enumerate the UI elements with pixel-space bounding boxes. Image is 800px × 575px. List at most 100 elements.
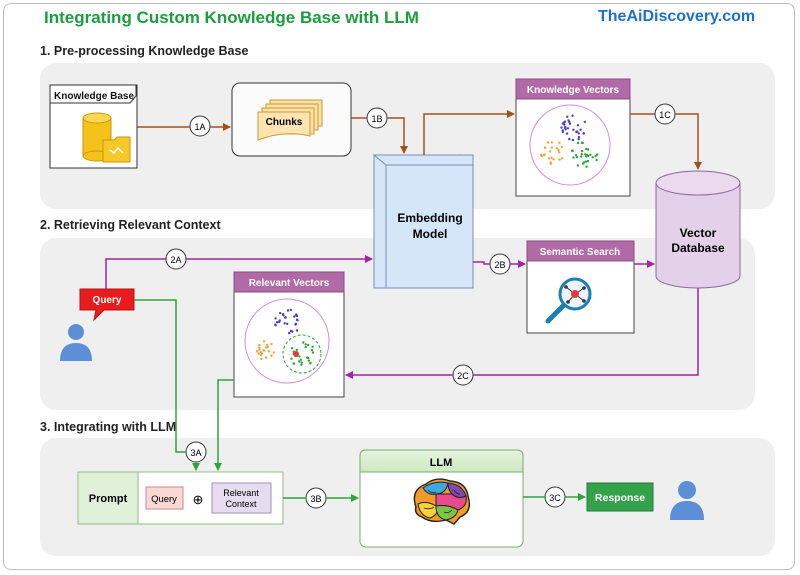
relevant-vectors-node: Relevant Vectors [233,271,345,398]
vector-dot [560,126,563,129]
vector-dot [557,148,560,152]
query-bubble: Query [79,288,135,322]
knowledge-base-node: Knowledge Base [49,84,138,169]
svg-text:1A: 1A [194,122,205,132]
vector-dot [571,114,574,117]
vector-dot [292,362,296,365]
arrow-query-to-3a [134,299,186,453]
vector-dot [566,115,569,119]
vector-dot [543,146,547,149]
outer-frame [3,3,795,570]
vector-dot [306,356,309,359]
vector-dot [582,132,585,135]
vector-dot [279,311,282,315]
relevant-vector-dots [255,308,315,366]
vector-dot [307,359,310,362]
vector-dot [310,348,314,352]
arrow-1c-to-database [675,113,702,170]
vector-dot [568,137,571,141]
user-icon [60,324,92,361]
response-label: Response [595,492,645,504]
vector-dot [286,322,289,325]
vector-dot [298,355,301,358]
vector-database-node: Vector Database [655,170,741,289]
vector-dot [302,341,305,344]
vector-dot [594,154,597,158]
vector-dot [278,320,281,324]
vector-dot [264,346,268,349]
brand-label: TheAiDiscovery.com [598,8,756,25]
vector-dot [293,315,296,318]
prompt-query-label: Query [151,494,177,505]
vector-dot [550,146,553,149]
vector-dot [272,351,275,354]
vector-dot [560,145,564,149]
vector-dot [558,151,561,154]
vector-dot [550,156,553,159]
step-badge-1c: 1C [654,103,676,125]
chunks-label: Chunks [266,117,303,128]
vector-dot [560,157,564,160]
brain-icon [413,478,471,525]
vector-dot [300,361,303,364]
vector-database-label-1: Vector [680,226,717,240]
vector-dot [585,147,588,151]
svg-text:2B: 2B [494,260,505,270]
section-label-integrating: 3. Integrating with LLM [40,420,177,434]
plus-icon: ⊕ [193,492,204,507]
vector-dot [546,141,550,144]
vector-dot [547,157,550,160]
vector-dot [572,156,575,159]
vector-dot [300,363,303,366]
vector-dot [258,346,261,349]
vector-dot [284,316,287,319]
step-badge-2a: 2A [165,248,187,270]
semantic-search-label: Semantic Search [540,247,621,258]
step-badge-1a: 1A [189,115,211,137]
svg-text:3C: 3C [549,493,561,503]
vector-dot [571,138,575,142]
step-badge-3a: 3A [185,441,207,463]
step-badge-3b: 3B [305,487,327,509]
step-badge-2b: 2B [489,253,511,275]
vector-dot [558,158,561,161]
vector-dot [290,357,293,360]
svg-text:3A: 3A [190,448,201,458]
prompt-node: Prompt Query ⊕ Relevant Context [77,471,284,525]
vector-dot [565,132,569,135]
response-button: Response [586,482,654,512]
vector-dot [264,356,268,359]
vector-dot [275,321,279,324]
knowledge-base-label: Knowledge Base [54,91,134,102]
svg-text:1C: 1C [659,110,671,120]
vector-dot [575,130,578,134]
vector-dot [262,340,266,343]
vector-dot [295,318,299,321]
vector-dot [566,127,570,130]
vector-dot [576,141,580,145]
vector-dot [304,343,307,346]
vector-dot [549,150,552,153]
relevant-vectors-label: Relevant Vectors [249,278,330,289]
vector-dot [550,141,553,144]
vector-dot [260,352,264,355]
vector-dot [274,317,277,320]
vector-dot [577,132,580,135]
vector-dot [290,347,294,350]
relevant-context-label-2: Context [225,499,257,509]
vector-dot [567,119,570,122]
vector-dot [288,331,291,335]
step-badge-3c: 3C [544,486,566,508]
vector-dot [311,345,314,348]
query-bubble-label: Query [93,295,122,306]
database-folder-icon [82,112,131,163]
vector-dot [591,156,594,159]
diagram-title: Integrating Custom Knowledge Base with L… [44,8,419,27]
vector-dot [576,124,580,127]
vector-dot [595,158,598,162]
vector-dot [283,322,286,325]
arrow-embedding-to-vectors [423,110,515,155]
vector-dot [282,314,285,317]
vector-database-label-2: Database [671,241,725,255]
